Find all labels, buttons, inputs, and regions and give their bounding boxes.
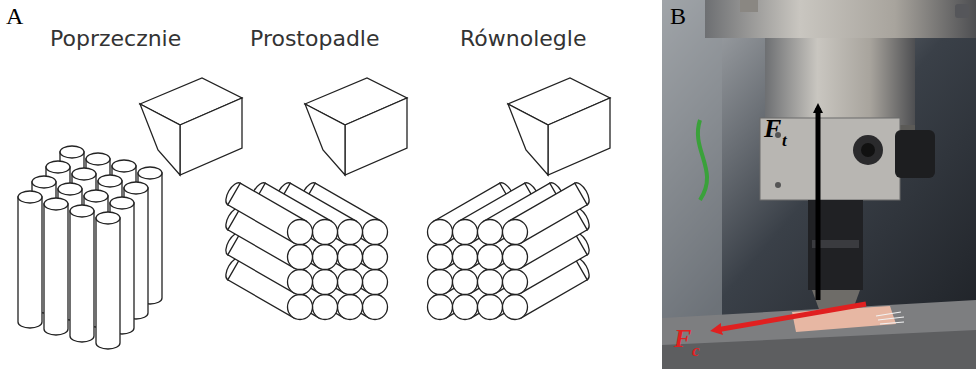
cutting-wedge [508,78,610,175]
panel-letter: B [670,4,686,28]
force-subscript: c [692,342,700,359]
force-symbol: F [674,326,691,352]
cutting-wedge [140,78,242,175]
panel-letter: A [6,4,23,28]
lying-fibres [428,180,593,319]
lying-fibres [223,180,388,319]
force-symbol: F [764,116,781,142]
orientation-label: Poprzecznie [50,28,181,50]
orientation-label: Równolegle [460,28,586,50]
force-subscript: t [782,132,787,149]
vertical-fibres [18,146,162,349]
orientation-label: Prostopadle [250,28,380,50]
cutting-wedge [305,78,407,175]
